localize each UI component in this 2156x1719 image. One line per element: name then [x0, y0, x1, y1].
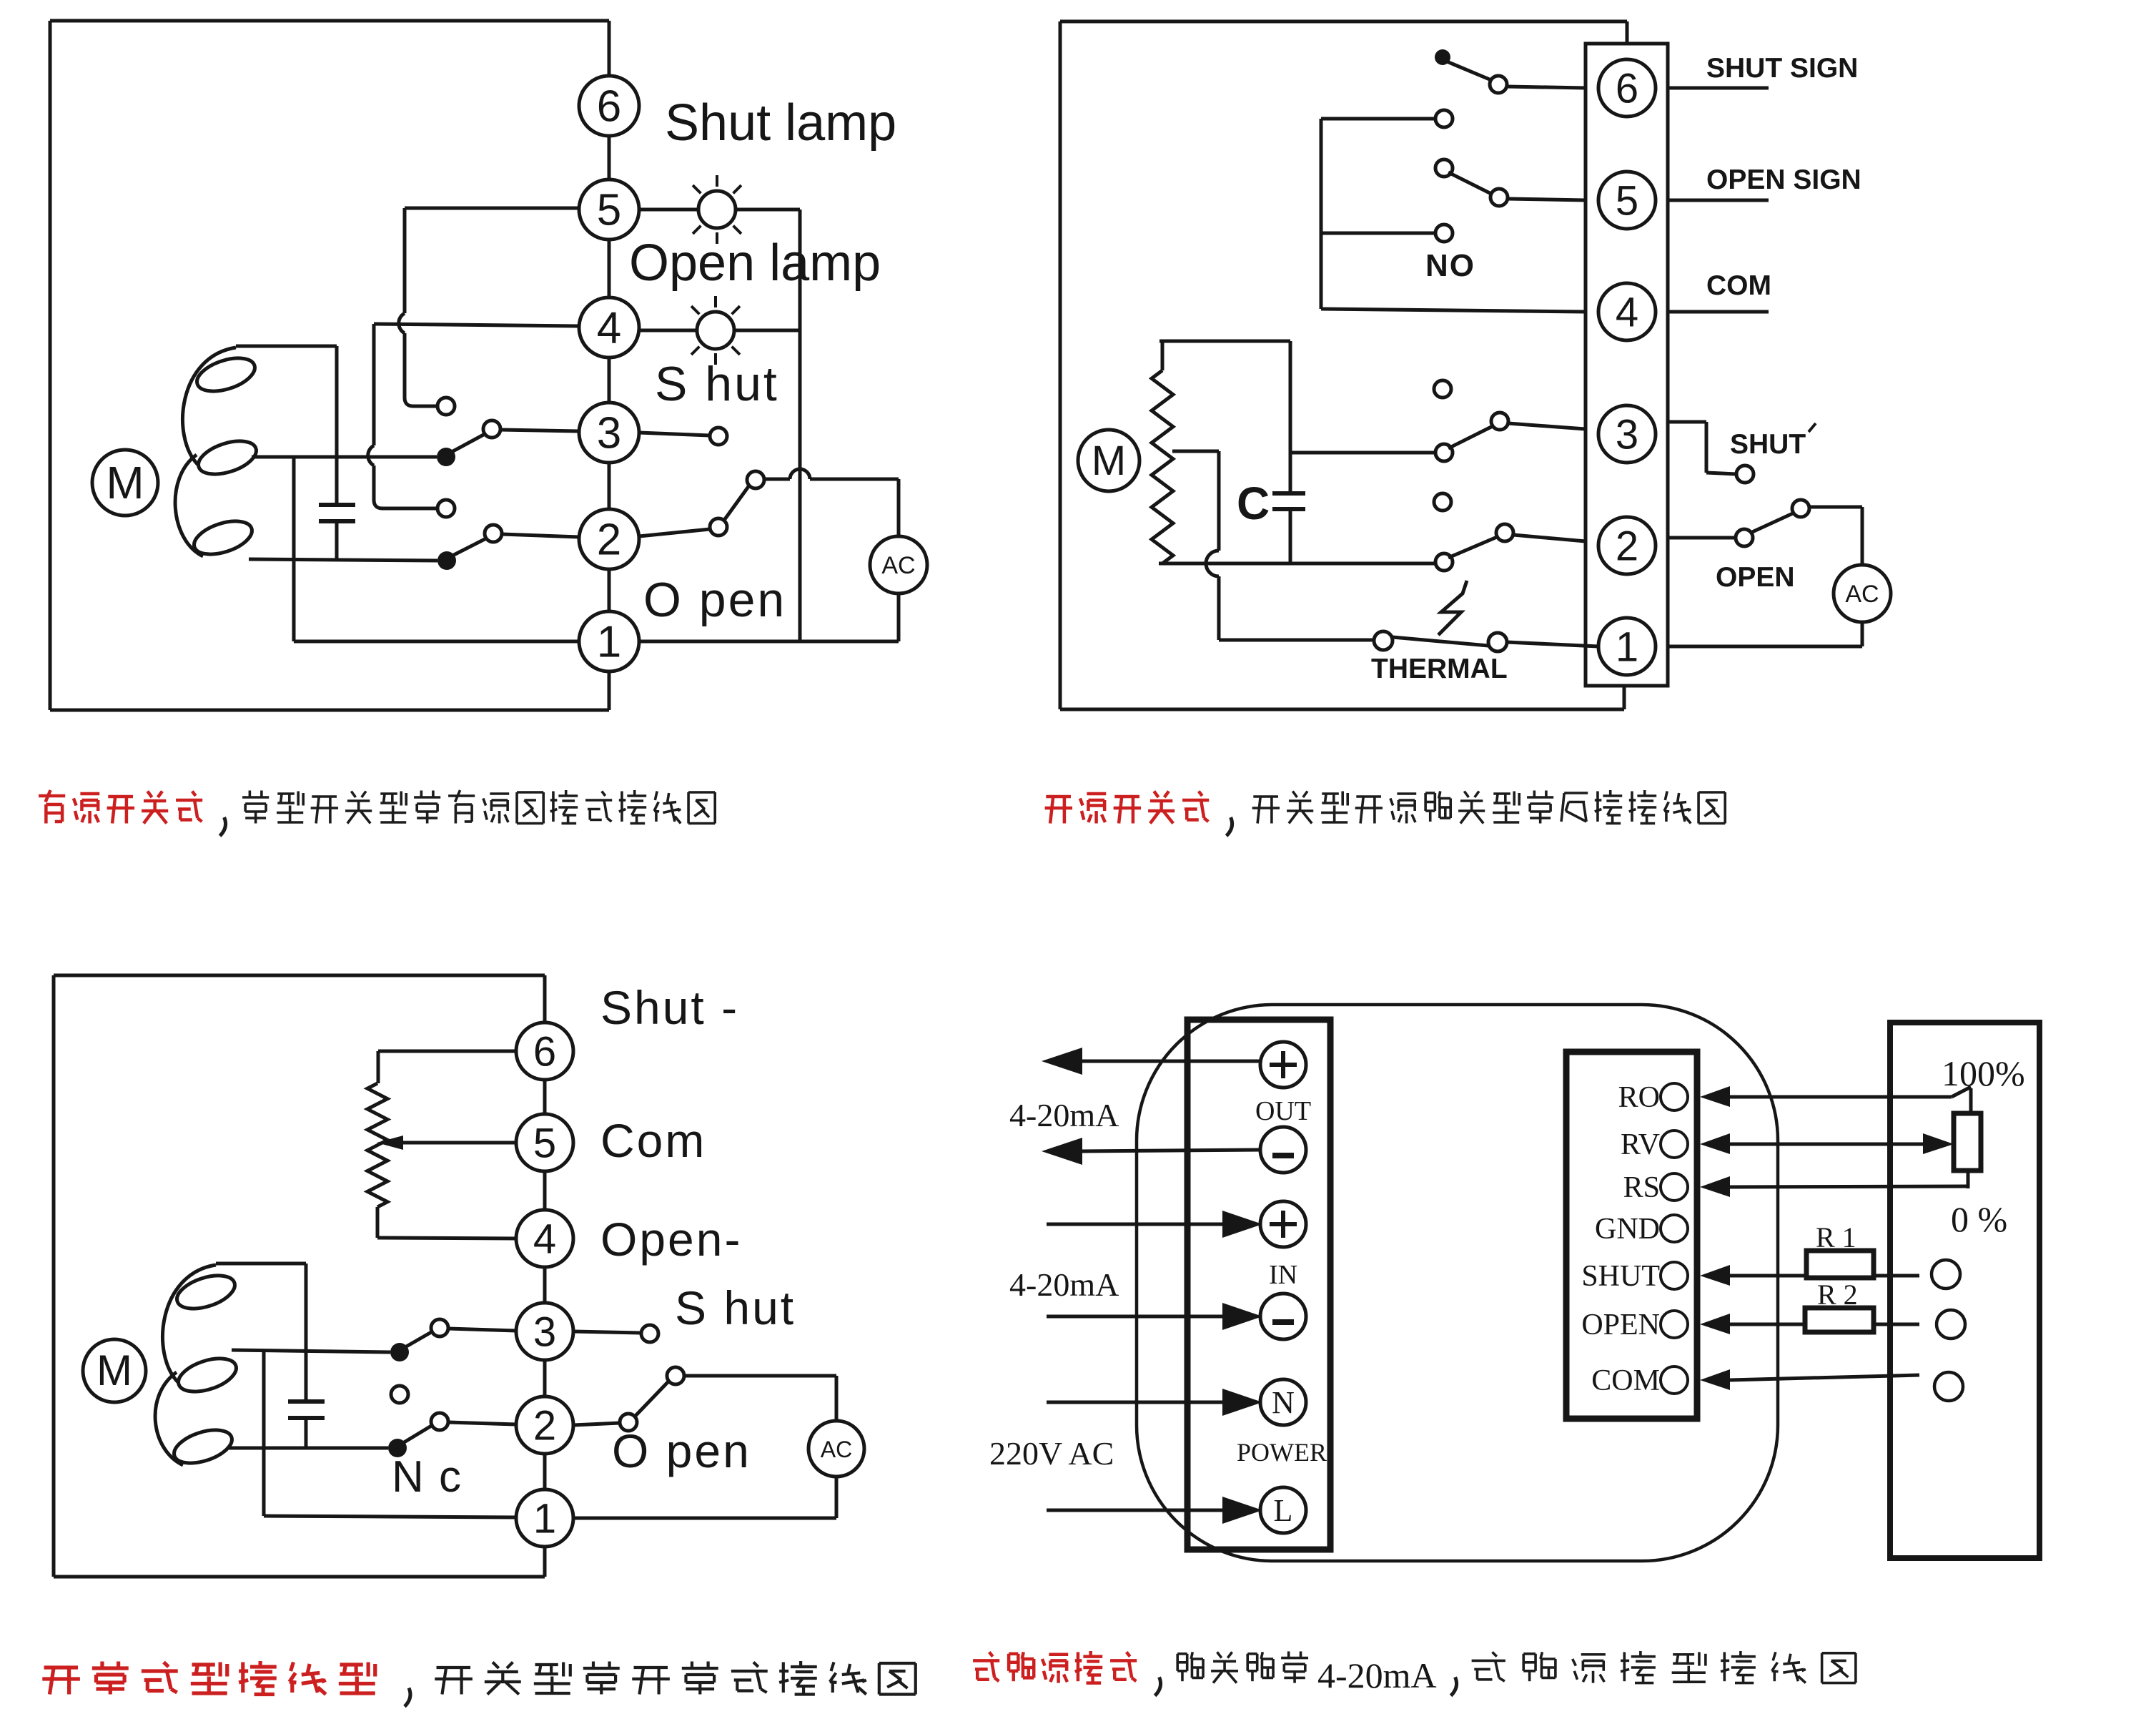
svg-text:2: 2: [533, 1402, 556, 1449]
svg-text:SHUT: SHUT: [1581, 1260, 1660, 1293]
svg-text:N: N: [1272, 1385, 1295, 1420]
svg-text:Com: Com: [600, 1114, 706, 1167]
svg-text:5: 5: [597, 186, 621, 235]
svg-text:AC: AC: [1845, 581, 1879, 608]
svg-text:1: 1: [1616, 624, 1638, 670]
svg-text:O pen: O pen: [612, 1424, 751, 1477]
svg-text:O pen: O pen: [643, 573, 786, 627]
svg-text:2: 2: [1616, 523, 1638, 569]
svg-text:COM: COM: [1706, 270, 1771, 301]
svg-text:Open-: Open-: [600, 1213, 742, 1266]
svg-text:RV: RV: [1621, 1128, 1660, 1161]
svg-text:Shut -: Shut -: [600, 981, 739, 1034]
svg-text:220V AC: 220V AC: [989, 1435, 1114, 1472]
svg-text:4: 4: [533, 1216, 556, 1262]
svg-text:OPEN: OPEN: [1581, 1309, 1660, 1341]
svg-text:M: M: [97, 1346, 132, 1394]
svg-text:SHUT: SHUT: [1730, 429, 1806, 460]
svg-text:1: 1: [597, 618, 621, 667]
svg-text:R 1: R 1: [1816, 1221, 1856, 1253]
svg-text:Shut lamp: Shut lamp: [665, 94, 896, 152]
svg-text:4: 4: [597, 304, 621, 353]
svg-text:OPEN: OPEN: [1716, 562, 1795, 593]
svg-text:M: M: [106, 457, 144, 508]
svg-text:NO: NO: [1425, 248, 1475, 283]
svg-text:N c: N c: [392, 1452, 463, 1502]
svg-text:6: 6: [533, 1028, 556, 1075]
svg-text:POWER: POWER: [1237, 1438, 1327, 1467]
svg-text:1: 1: [533, 1495, 556, 1542]
svg-text:R 2: R 2: [1817, 1279, 1858, 1311]
svg-text:2: 2: [597, 516, 621, 565]
svg-text:5: 5: [533, 1120, 556, 1166]
svg-text:4-20mA: 4-20mA: [1009, 1097, 1119, 1133]
svg-text:4: 4: [1616, 289, 1638, 335]
svg-text:4-20mA: 4-20mA: [1317, 1655, 1437, 1695]
svg-text:3: 3: [533, 1309, 556, 1355]
svg-text:OUT: OUT: [1255, 1096, 1311, 1126]
svg-text:RO: RO: [1618, 1081, 1660, 1114]
svg-text:6: 6: [597, 82, 621, 132]
svg-text:AC: AC: [881, 552, 915, 579]
svg-text:THERMAL: THERMAL: [1371, 654, 1508, 684]
svg-text:IN: IN: [1269, 1260, 1297, 1290]
svg-text:COM: COM: [1591, 1364, 1660, 1397]
svg-text:RS: RS: [1623, 1171, 1660, 1204]
svg-text:3: 3: [597, 409, 621, 458]
svg-text:M: M: [1092, 438, 1126, 484]
svg-text:4-20mA: 4-20mA: [1009, 1266, 1119, 1303]
svg-text:6: 6: [1616, 65, 1638, 112]
svg-text:S hut: S hut: [675, 1281, 796, 1334]
svg-text:100%: 100%: [1942, 1053, 2025, 1093]
svg-text:3: 3: [1616, 411, 1638, 458]
svg-text:L: L: [1274, 1493, 1293, 1528]
svg-text:0 %: 0 %: [1951, 1199, 2007, 1239]
svg-text:S hut: S hut: [655, 357, 779, 411]
svg-text:AC: AC: [821, 1437, 852, 1462]
svg-text:C: C: [1237, 478, 1270, 529]
svg-text:Open lamp: Open lamp: [629, 235, 881, 292]
svg-text:GND: GND: [1595, 1213, 1660, 1246]
svg-text:OPEN SIGN: OPEN SIGN: [1706, 164, 1861, 195]
svg-text:5: 5: [1616, 177, 1638, 224]
svg-text:SHUT SIGN: SHUT SIGN: [1706, 53, 1858, 84]
